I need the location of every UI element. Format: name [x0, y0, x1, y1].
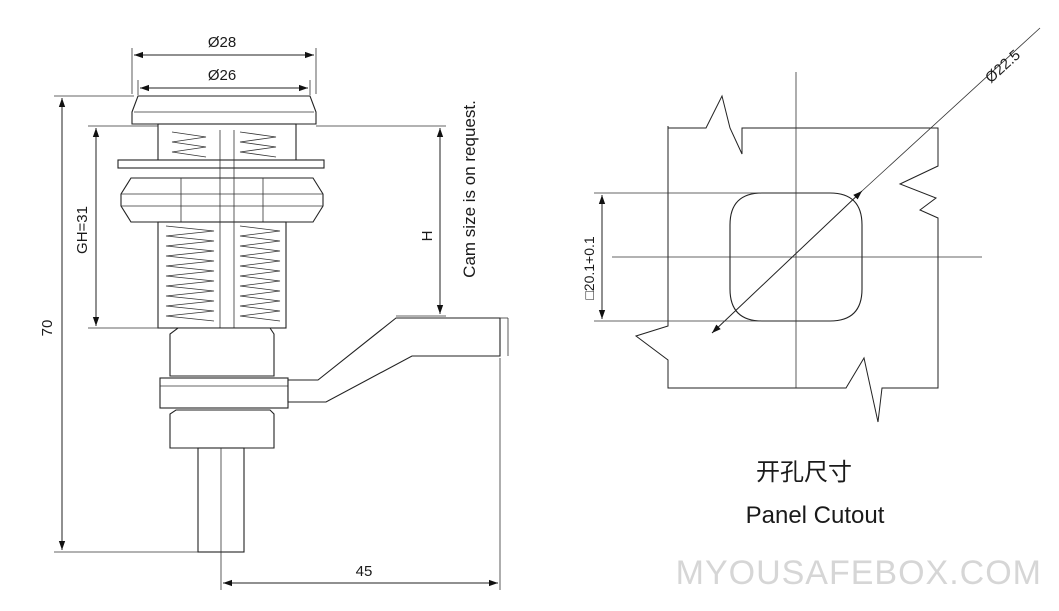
grip-height-label: GH=31: [74, 206, 91, 254]
dim-cam-reach: 45: [220, 358, 501, 590]
lock-cap: [131, 95, 317, 125]
panel-cutout-view: Ø22.5 □20.1+0.1: [581, 27, 1041, 423]
hex-nut: [120, 177, 324, 223]
washer: [117, 159, 325, 169]
cam-reach-label: 45: [356, 563, 373, 580]
cam-height-label: H: [419, 231, 436, 242]
cam-note-label: Cam size is on request.: [460, 100, 479, 278]
cutout-flat-label: □20.1+0.1: [581, 236, 597, 300]
lock-side-view: [117, 95, 509, 553]
cam-washer: [159, 377, 289, 409]
dim-grip-height: GH=31: [74, 125, 170, 329]
inner-diameter-label: Ø26: [208, 67, 236, 84]
dim-cam-height: H Cam size is on request.: [316, 100, 479, 317]
lower-collar: [169, 327, 275, 377]
dim-inner-diameter: Ø26: [137, 67, 311, 95]
lower-nut: [169, 409, 275, 449]
watermark: MYOUSAFEBOX.COM: [676, 554, 1042, 592]
cutout-title-chinese: 开孔尺寸: [756, 458, 852, 486]
dim-overall-length: 70: [39, 95, 198, 553]
overall-length-label: 70: [39, 320, 56, 337]
dim-outer-diameter: Ø28: [131, 34, 317, 94]
outer-diameter-label: Ø28: [208, 34, 236, 51]
cutout-title-english: Panel Cutout: [746, 502, 885, 529]
cam-arm: [287, 317, 501, 403]
panel-outline: [634, 94, 939, 423]
cutout-diameter-label: Ø22.5: [982, 47, 1024, 87]
